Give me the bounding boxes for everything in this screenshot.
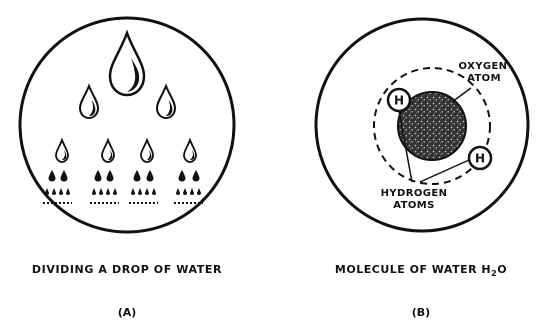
hydrogen-symbol: H xyxy=(475,152,485,166)
medium-drop-right xyxy=(157,86,175,118)
tiny-droplet-quad xyxy=(131,188,156,195)
tiny-droplet-quad xyxy=(176,188,201,195)
panel-a-letter: (A) xyxy=(118,306,137,319)
small-drops-shading xyxy=(62,150,194,160)
hydrogen-symbol: H xyxy=(394,94,404,108)
small-drop xyxy=(56,140,68,162)
tiny-droplet-group xyxy=(134,171,153,181)
tiny-droplet-group xyxy=(179,171,199,181)
panel-b: H H OXYGEN ATOM HYDROGEN ATOMS MOLECULE … xyxy=(316,19,528,319)
hydrogen-pointer-right xyxy=(420,160,469,182)
oxygen-pointer xyxy=(452,88,471,102)
panel-a-caption: DIVIDING A DROP OF WATER xyxy=(32,263,222,276)
small-drop xyxy=(102,140,114,162)
small-drop xyxy=(184,140,196,162)
tiny-droplet-group xyxy=(95,171,113,181)
tiny-droplet-quad xyxy=(45,188,70,195)
panel-b-caption-tail: O xyxy=(497,263,507,276)
large-drop xyxy=(110,33,144,95)
small-drops xyxy=(56,140,196,162)
tiny-droplet-group xyxy=(49,171,67,181)
hydrogen-label-line-2: ATOMS xyxy=(393,200,434,211)
tiny-droplet-quad xyxy=(92,188,117,195)
oxygen-label-line-1: OXYGEN xyxy=(459,61,508,72)
medium-drop-left xyxy=(80,86,98,118)
small-drop xyxy=(141,140,153,162)
panel-b-letter: (B) xyxy=(412,306,430,319)
panel-b-caption-text: MOLECULE OF WATER H xyxy=(335,263,491,276)
panel-a: DIVIDING A DROP OF WATER (A) xyxy=(20,18,234,319)
hydrogen-label-line-1: HYDROGEN xyxy=(381,188,448,199)
hydrogen-atom-left: H xyxy=(388,89,410,111)
panel-b-caption: MOLECULE OF WATER H2O xyxy=(335,263,507,278)
tiny-droplets-row-1 xyxy=(49,171,199,181)
oxygen-label-line-2: ATOM xyxy=(467,73,501,84)
hydrogen-atom-right: H xyxy=(469,147,491,169)
tiny-droplets-row-2 xyxy=(45,188,201,195)
